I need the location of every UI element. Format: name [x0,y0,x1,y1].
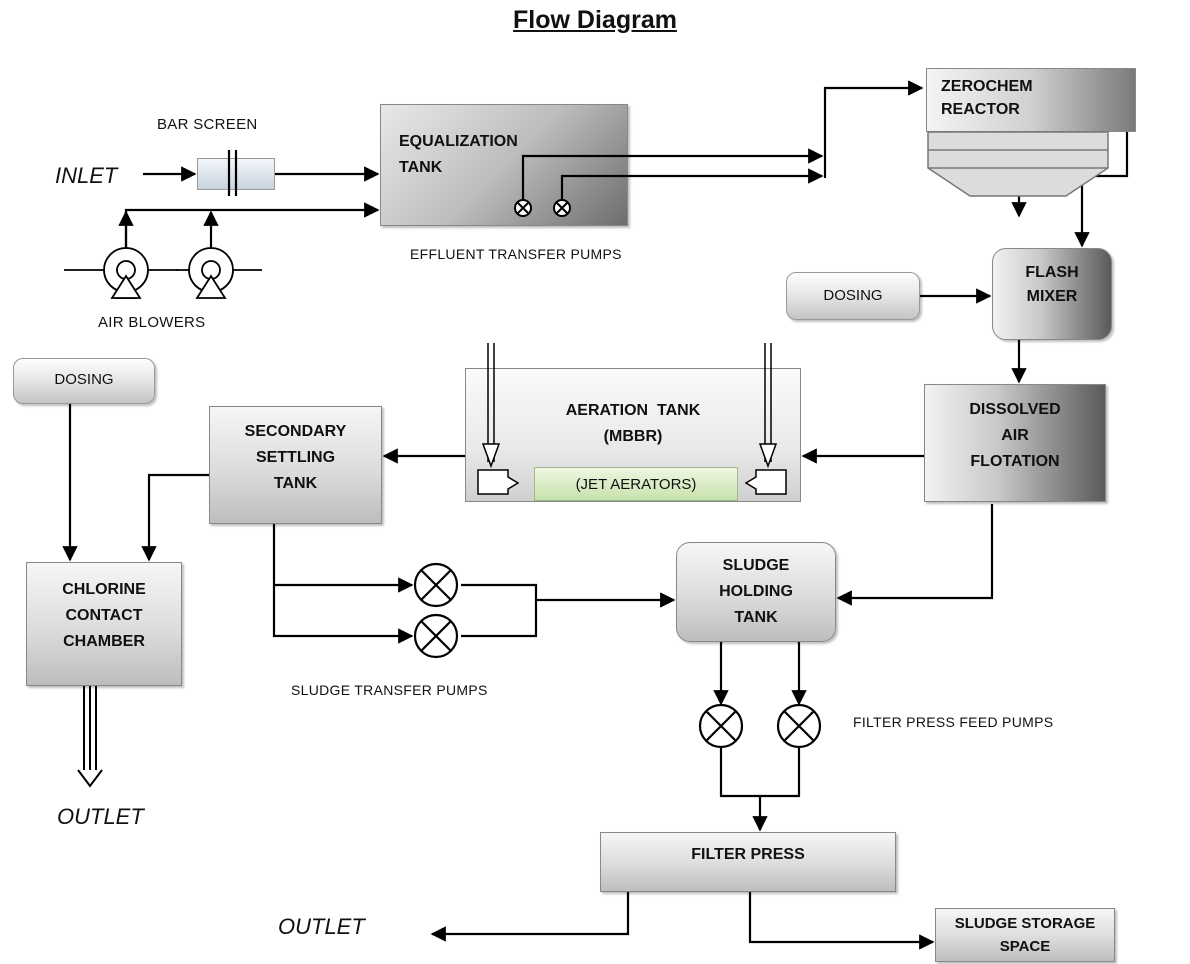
air-blower-1-icon [64,247,178,299]
ccc-line1: CHLORINE [62,581,146,598]
ccc-line2: CONTACT [65,607,143,624]
filter-press-feed-pump-2-icon [776,703,822,749]
filter-press-feed-pumps-label: FILTER PRESS FEED PUMPS [853,714,1054,730]
inlet-label: INLET [55,163,118,188]
flow-air-to-equalization [124,202,380,250]
flash-mixer-line2: MIXER [1026,288,1078,305]
flow-daf-to-sht [836,504,994,606]
flow-filter-press-to-outlet [430,892,630,942]
flow-effluent-pump-2 [560,168,824,200]
air-blowers-label: AIR BLOWERS [98,314,206,331]
flow-effluent-pump-1 [521,148,824,200]
chlorine-contact-chamber: CHLORINE CONTACT CHAMBER [26,562,182,686]
sst-line2: SETTLING [255,449,336,466]
daf-line2: AIR [1001,427,1029,444]
sludge-transfer-pumps-label: SLUDGE TRANSFER PUMPS [291,682,488,698]
flow-zerochem-to-flash-mixer [1074,132,1129,248]
flow-pumps-combine [461,583,538,638]
equalization-tank-line1: EQUALIZATION [399,133,518,150]
sht-line3: TANK [734,609,778,626]
aeration-tank-title: AERATION TANK (MBBR) [470,398,796,450]
outlet-bottom-label: OUTLET [278,914,365,939]
zerochem-reactor: ZEROCHEM REACTOR [926,68,1136,132]
air-blower-2-icon [176,247,262,299]
sludge-transfer-pump-1-icon [413,562,459,608]
zerochem-reactor-line2: REACTOR [941,101,1020,118]
sss-line2: SPACE [999,938,1051,955]
aeration-arrow-right [758,443,778,469]
equalization-tank: EQUALIZATION TANK [380,104,628,226]
flow-sst-to-ccc [141,473,209,562]
bar-screen-label: BAR SCREEN [157,116,258,133]
sludge-holding-tank: SLUDGE HOLDING TANK [676,542,836,642]
zerochem-hopper [927,131,1109,197]
ccc-line3: CHAMBER [63,633,145,650]
sht-line2: HOLDING [719,583,793,600]
dosing-left: DOSING [13,358,155,404]
sss-line1: SLUDGE STORAGE [954,915,1096,932]
filter-press: FILTER PRESS [600,832,896,892]
sht-line1: SLUDGE [722,557,790,574]
sludge-transfer-pump-2-icon [413,613,459,659]
daf-line3: FLOTATION [970,453,1060,470]
outlet-left-label: OUTLET [57,804,144,829]
aeration-arrow-left [481,443,501,469]
jet-aerator-left [477,469,520,495]
diagram-title: Flow Diagram [513,6,677,34]
flow-filter-press-to-storage [748,892,935,950]
effluent-pump-1-icon [514,199,532,217]
secondary-settling-tank: SECONDARY SETTLING TANK [209,406,382,524]
flash-mixer: FLASH MIXER [992,248,1112,340]
effluent-pump-2-icon [553,199,571,217]
aeration-tank-line1: AERATION TANK [565,402,701,419]
jet-aerators: (JET AERATORS) [534,467,738,501]
flow-to-zerochem [823,80,924,178]
jet-aerator-right [744,469,787,495]
aeration-tank-line2: (MBBR) [603,428,663,445]
flash-mixer-line1: FLASH [1025,264,1079,281]
flow-feed-pumps-combine [719,748,801,798]
equalization-tank-line2: TANK [399,159,443,176]
ccc-outlet-arrowhead [77,769,103,788]
daf-line1: DISSOLVED [969,401,1061,418]
effluent-transfer-pumps-label: EFFLUENT TRANSFER PUMPS [410,246,622,262]
dosing-right: DOSING [786,272,920,320]
sludge-storage-space: SLUDGE STORAGE SPACE [935,908,1115,962]
sst-line3: TANK [273,475,318,492]
zerochem-reactor-line1: ZEROCHEM [941,78,1033,95]
dissolved-air-flotation: DISSOLVED AIR FLOTATION [924,384,1106,502]
sst-line1: SECONDARY [244,423,347,440]
flow-sst-to-pump-2 [272,524,414,644]
filter-press-feed-pump-1-icon [698,703,744,749]
